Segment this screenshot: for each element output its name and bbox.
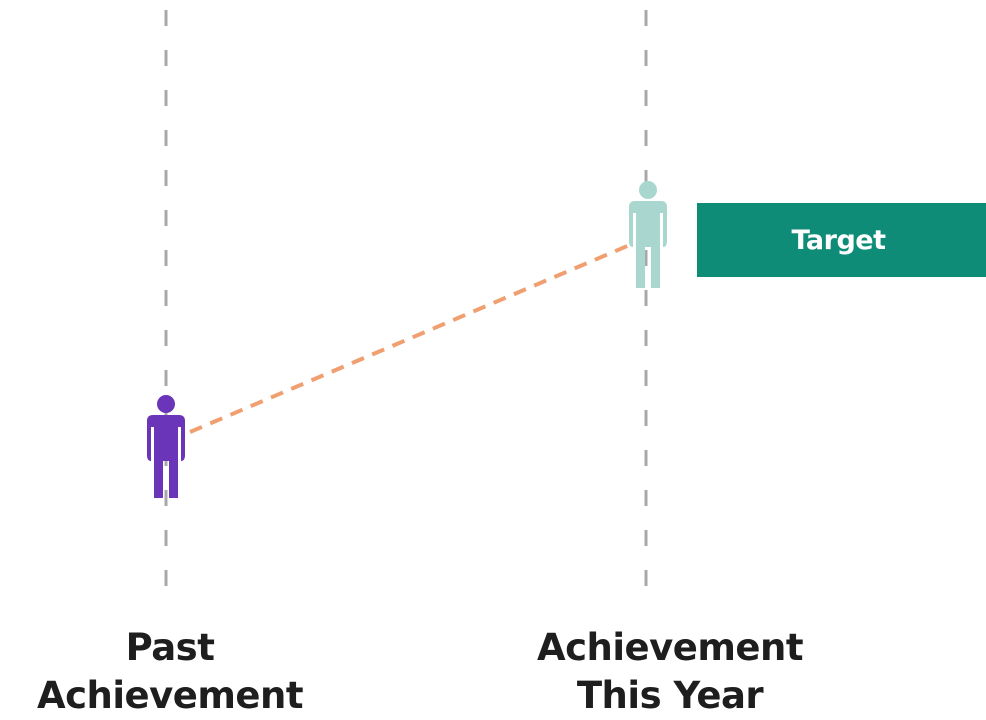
past-label-line2: Achievement	[36, 674, 304, 717]
past-label-line1: Past	[125, 626, 215, 669]
target-box: Target	[697, 203, 986, 277]
target-box-bg	[697, 203, 986, 277]
past-achievement-label: Past Achievement	[0, 624, 340, 720]
this-year-label-line2: This Year	[576, 674, 764, 717]
person-icon	[147, 395, 185, 498]
progress-line	[189, 242, 633, 434]
person-icon	[629, 181, 667, 288]
target-label: Target	[791, 224, 886, 256]
this-year-achievement-label: Achievement This Year	[500, 624, 840, 720]
this-year-label-line1: Achievement	[536, 626, 804, 669]
